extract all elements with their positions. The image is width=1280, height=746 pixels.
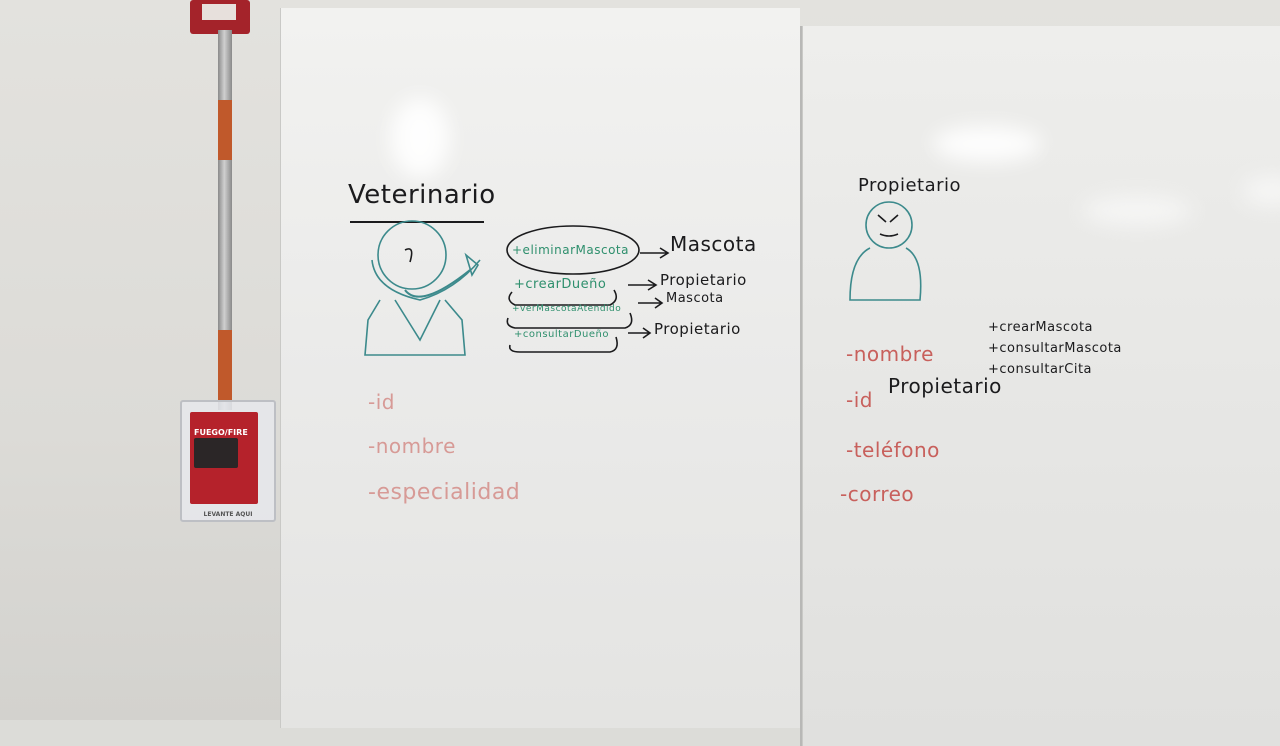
method-crear-mascota: +crearMascota	[988, 320, 1094, 335]
attribute-nombre: -nombre	[368, 434, 456, 458]
whiteboard-drawings	[350, 201, 922, 356]
pull-handle[interactable]	[194, 438, 238, 468]
method-consultar-cita: +consultarCita	[988, 362, 1093, 377]
overwritten-propietario: Propietario	[888, 374, 1002, 398]
attribute-especialidad: -especialidad	[368, 480, 521, 505]
whiteboard-left	[280, 8, 800, 728]
method-eliminar-mascota: +eliminarMascota	[512, 243, 629, 257]
whiteboard-right	[800, 26, 1280, 746]
target-propietario-1: Propietario	[660, 271, 747, 289]
target-propietario-2: Propietario	[654, 320, 741, 338]
pull-station-label: FUEGO/FIRE	[194, 428, 248, 437]
electrical-conduit	[218, 30, 232, 410]
owner-figure-drawing	[849, 201, 922, 301]
attribute-telefono: -teléfono	[846, 438, 940, 462]
target-mascota: Mascota	[670, 232, 757, 256]
method-ver-mascota-atendido: +verMascotaAtendido	[512, 304, 622, 314]
class-title-propietario: Propietario	[858, 175, 962, 196]
fire-alarm-strobe	[190, 0, 250, 34]
method-consultar-dueno: +consultarDueño	[514, 329, 609, 340]
attribute-correo: -correo	[840, 482, 915, 506]
method-crear-dueno: +crearDueño	[514, 277, 607, 292]
veterinarian-figure-drawing	[350, 220, 484, 356]
pull-station-caption: LEVANTE AQUI	[203, 511, 253, 518]
fire-pull-station[interactable]: FUEGO/FIRE LEVANTE AQUI	[180, 400, 276, 522]
target-mascota-2: Mascota	[666, 291, 724, 306]
attribute-nombre-owner: -nombre	[846, 342, 934, 366]
attribute-id-owner: -id	[846, 388, 873, 412]
attribute-id: -id	[368, 390, 395, 414]
method-brackets	[506, 225, 670, 353]
class-title-veterinario: Veterinario	[348, 180, 496, 210]
method-consultar-mascota: +consultarMascota	[988, 341, 1122, 356]
